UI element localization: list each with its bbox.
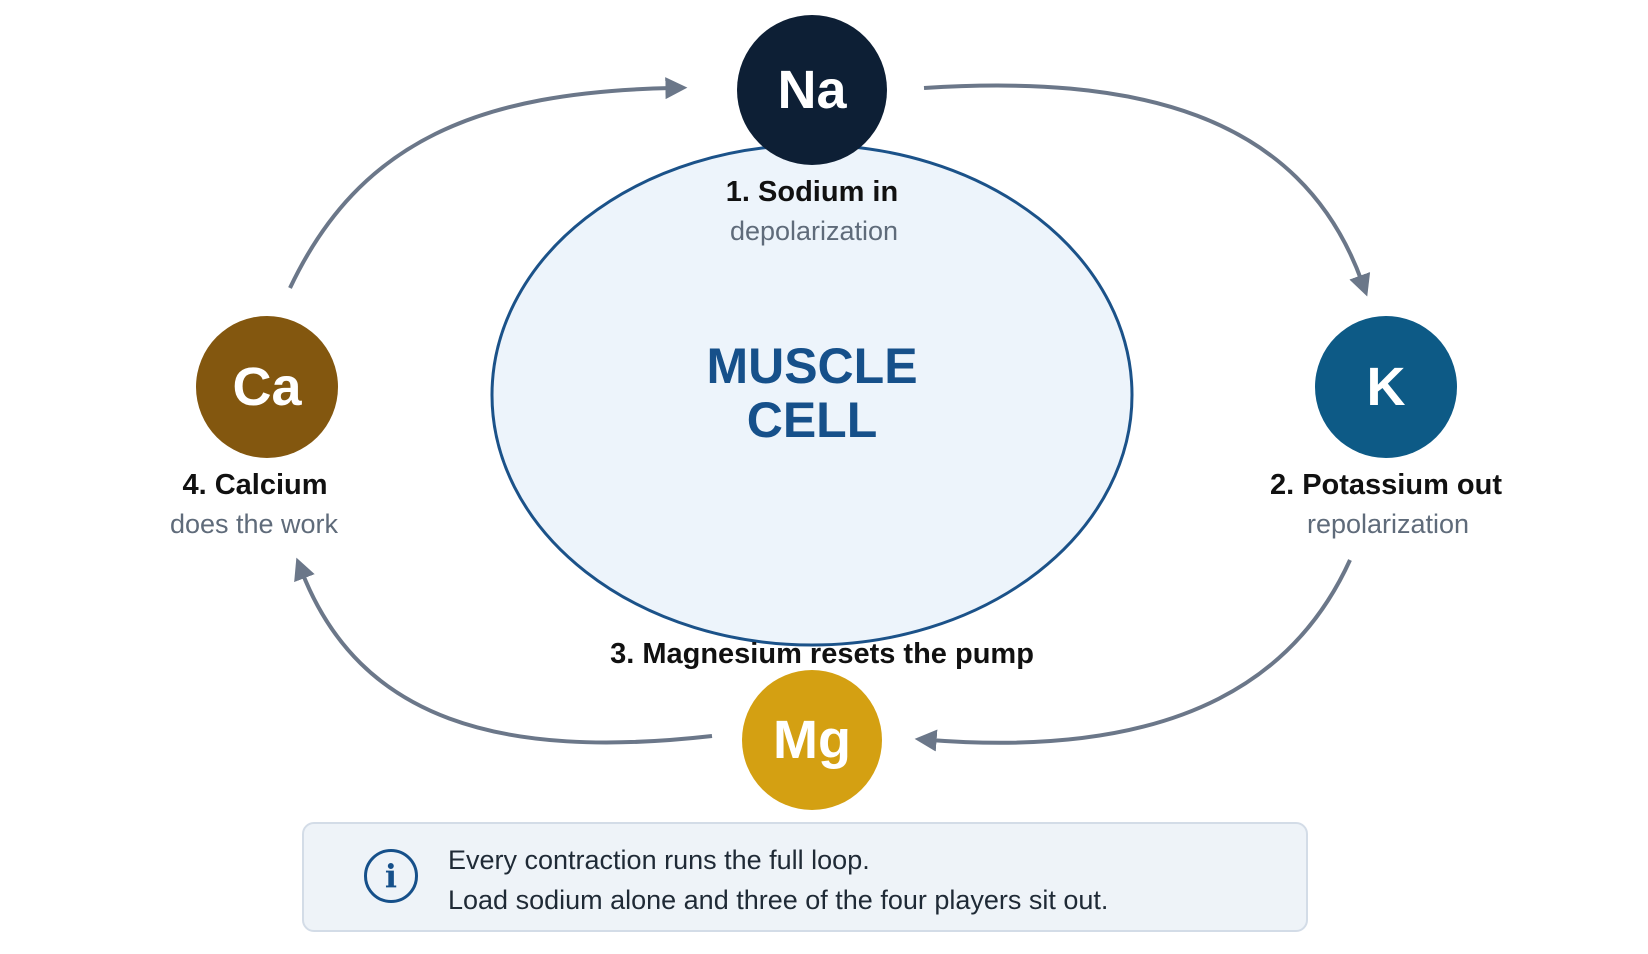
potassium-step-title: 2. Potassium out <box>1270 469 1502 501</box>
calcium-step-title: 4. Calcium <box>182 469 327 501</box>
potassium-node <box>1315 316 1457 458</box>
cell-title-line1: MUSCLE <box>706 338 917 394</box>
calcium-step-subtitle: does the work <box>170 509 339 539</box>
note-line-2: Load sodium alone and three of the four … <box>448 885 1109 915</box>
arrow-mg-to-ca <box>294 557 713 745</box>
calcium-symbol: Ca <box>232 357 302 417</box>
note-text: Every contraction runs the full loop. Lo… <box>448 840 1108 920</box>
arrow-k-to-mg <box>914 559 1352 752</box>
sodium-node <box>737 15 887 165</box>
info-note: i Every contraction runs the full loop. … <box>302 822 1308 932</box>
sodium-step-title: 1. Sodium in <box>726 176 898 208</box>
magnesium-symbol: Mg <box>773 710 851 770</box>
sodium-step-subtitle: depolarization <box>730 216 898 246</box>
magnesium-step-title: 3. Magnesium resets the pump <box>610 638 1034 670</box>
potassium-symbol: K <box>1367 357 1406 417</box>
sodium-symbol: Na <box>777 60 847 120</box>
calcium-node <box>196 316 338 458</box>
potassium-step-subtitle: repolarization <box>1307 509 1469 539</box>
arrow-na-to-k <box>923 83 1371 297</box>
magnesium-node <box>742 670 882 810</box>
info-icon: i <box>364 849 418 903</box>
arrow-ca-to-na <box>288 77 688 289</box>
cell-title-line2: CELL <box>747 392 878 448</box>
note-line-1: Every contraction runs the full loop. <box>448 845 870 875</box>
